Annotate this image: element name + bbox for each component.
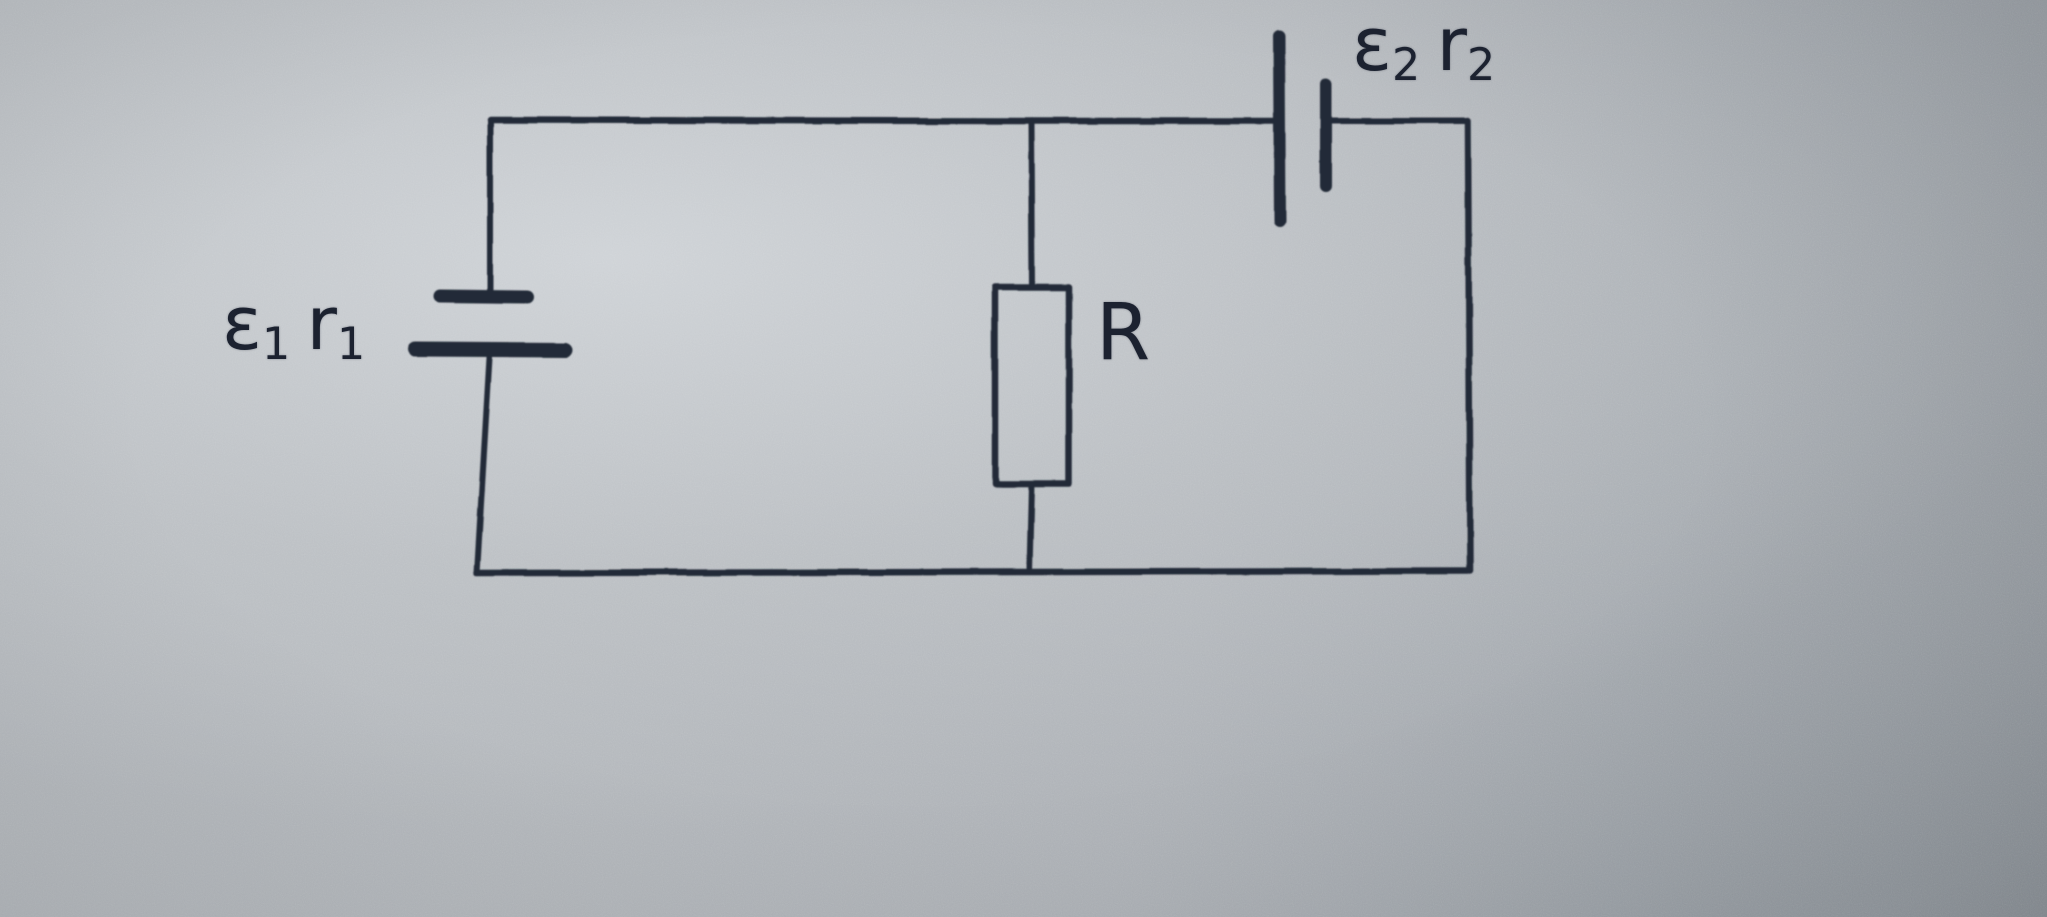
wire-bottom [473, 567, 1472, 577]
emf1-symbol: ε [222, 281, 262, 367]
wire-left-lower [474, 346, 493, 576]
emf2-symbol: ε [1352, 2, 1392, 88]
emf1-subscript: 1 [262, 318, 291, 370]
r1-subscript: 1 [336, 318, 366, 370]
battery-left-negative-plate [407, 341, 574, 358]
r2-symbol: r [1436, 2, 1467, 88]
r1-symbol: r [306, 281, 337, 367]
r2-subscript: 2 [1466, 39, 1496, 91]
wire-resistor-bottom-lead [1027, 481, 1035, 575]
wire-right [1464, 117, 1474, 575]
label-resistor-R: R [1096, 288, 1151, 378]
battery-right-long-plate [1273, 30, 1286, 227]
emf2-subscript: 2 [1392, 39, 1421, 91]
resistor-body [991, 283, 1073, 488]
wire-resistor-top-lead [1028, 118, 1035, 290]
battery-left-positive-plate [433, 289, 534, 304]
wire-top-left-segment [486, 116, 1035, 125]
